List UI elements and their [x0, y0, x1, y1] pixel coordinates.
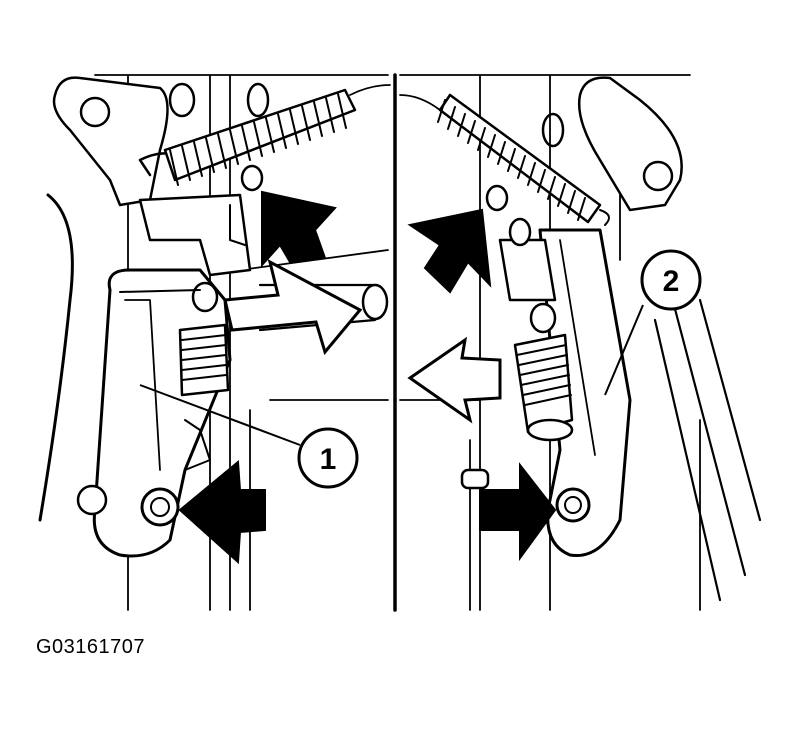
right-small-stud: [460, 468, 490, 490]
left-spring: [138, 84, 391, 186]
arrows: [178, 190, 557, 565]
right-bracket-hole: [642, 160, 674, 192]
callout-2-label: 2: [663, 265, 680, 298]
left-upper-block: [138, 193, 252, 277]
right-top-hole: [541, 112, 565, 148]
left-adjuster-coil: [178, 323, 230, 397]
right-pin-upper: [508, 217, 532, 247]
right-pivot-bolt: [555, 487, 591, 523]
right-upper-block: [498, 238, 557, 302]
right-spring: [399, 93, 610, 226]
left-pin-mid: [191, 281, 219, 313]
left-lever-inner: [124, 299, 161, 471]
right-pin-mid: [529, 302, 557, 334]
arrow-right-bolt: [479, 462, 557, 562]
left-top-hole-2: [246, 82, 270, 118]
right-pin-top: [485, 184, 509, 212]
right-panel-view: [399, 74, 762, 611]
left-top-hole: [168, 82, 196, 118]
callout-1-label: 1: [320, 443, 337, 476]
right-bracket-plate: [578, 76, 683, 212]
callout-1: 1: [139, 384, 359, 489]
left-pivot-bolt: [140, 487, 180, 527]
left-bracket-hole: [79, 96, 111, 128]
figure-code: G03161707: [36, 636, 146, 658]
arrow-top-right-panel: [407, 208, 492, 294]
left-bottom-knob: [76, 484, 108, 516]
callouts: 1 2: [139, 249, 702, 489]
right-outer-rods: [653, 288, 762, 602]
arrow-outline-right: [223, 259, 363, 356]
arrow-outline-left: [407, 336, 502, 424]
arrow-up-left-panel: [261, 190, 337, 268]
arrow-left-bolt: [178, 459, 266, 565]
left-outer-arm: [38, 193, 74, 522]
right-lever-inner: [559, 239, 596, 456]
callout-2: 2: [604, 249, 702, 396]
left-bracket-plate: [52, 76, 169, 207]
left-pin-top: [240, 164, 264, 192]
right-adjuster-coil: [513, 333, 574, 442]
